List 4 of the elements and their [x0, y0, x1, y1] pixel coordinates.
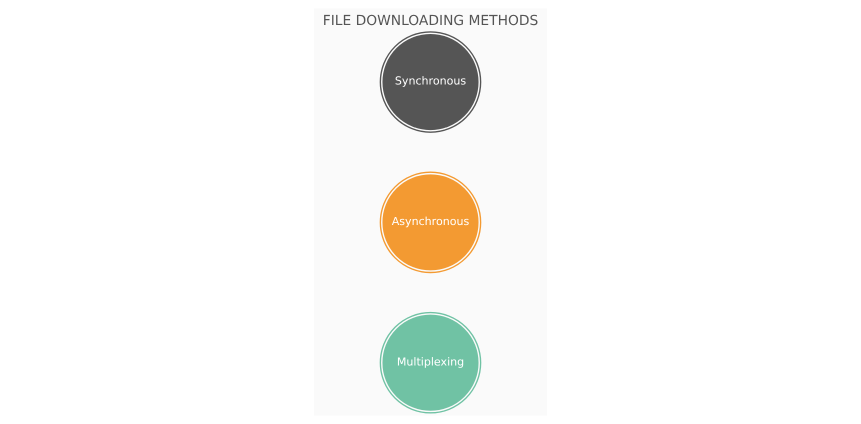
node-circle: Asynchronous: [380, 172, 482, 274]
node-circle: Multiplexing: [380, 312, 482, 414]
diagram-title: FILE DOWNLOADING METHODS: [322, 12, 538, 29]
node-circle: Synchronous: [380, 31, 482, 133]
